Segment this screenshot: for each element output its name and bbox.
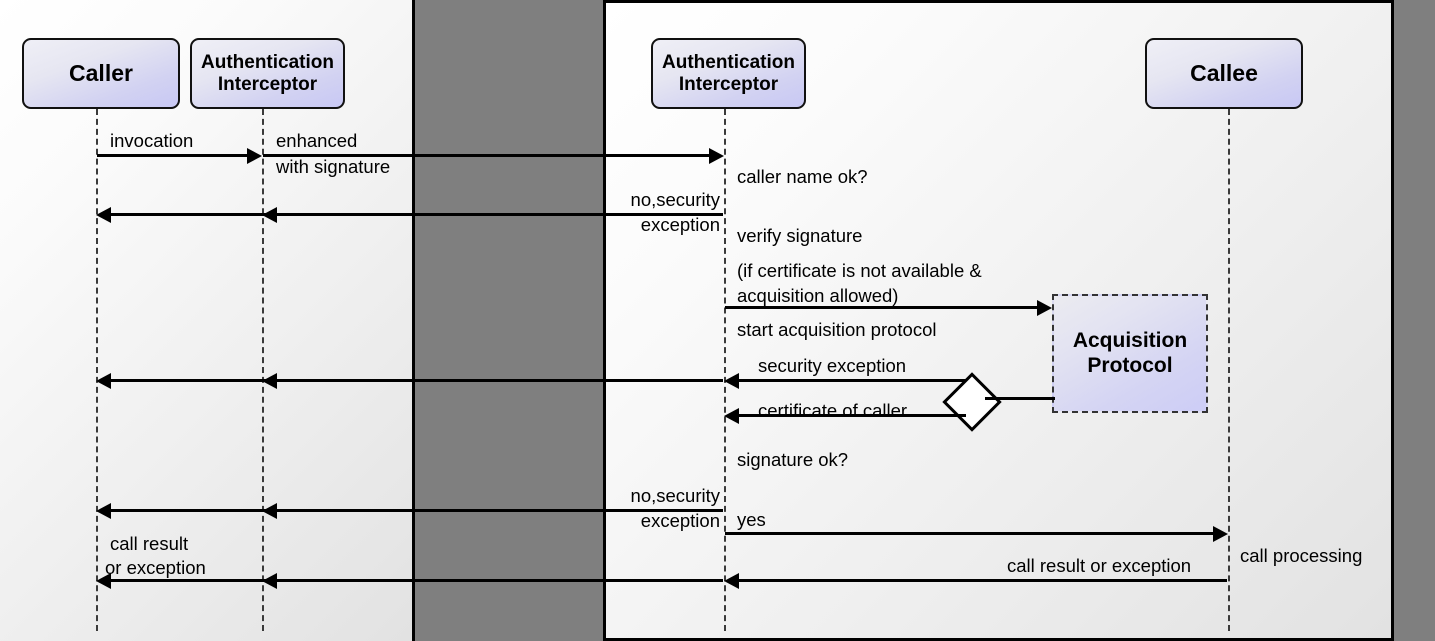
message-no-security-exception-2-arrowhead-caller bbox=[96, 503, 111, 519]
message-call-result-label-line2: or exception bbox=[105, 557, 206, 578]
note-caller-name-ok: caller name ok? bbox=[737, 166, 868, 187]
message-no-security-exception-2-label-line1: no,security bbox=[630, 485, 720, 506]
message-no-security-exception-1-label-line1: no,security bbox=[630, 189, 720, 210]
message-start-acquisition-line bbox=[725, 306, 1038, 309]
message-yes-label: yes bbox=[737, 509, 766, 530]
message-call-result-arrowhead-auth-right bbox=[724, 573, 739, 589]
message-security-exception-arrowhead bbox=[724, 373, 739, 389]
message-certificate-of-caller-label: certificate of caller bbox=[758, 400, 908, 421]
lifeline-auth-interceptor-left bbox=[262, 109, 264, 631]
message-invocation-arrowhead bbox=[247, 148, 262, 164]
message-start-acquisition-label: start acquisition protocol bbox=[737, 319, 937, 340]
message-security-exception-to-caller-arrowhead-auth-left bbox=[262, 373, 277, 389]
message-certificate-of-caller-arrowhead bbox=[724, 408, 739, 424]
message-call-result-left-line bbox=[110, 579, 723, 582]
lifeline-box-callee[interactable]: Callee bbox=[1145, 38, 1303, 109]
message-no-security-exception-1-label-line2: exception bbox=[640, 214, 720, 235]
message-no-security-exception-1-line bbox=[110, 213, 723, 216]
message-call-result-label-line1: call result bbox=[110, 533, 189, 554]
message-security-exception-line bbox=[738, 379, 966, 382]
message-yes-arrowhead bbox=[1213, 526, 1228, 542]
message-no-security-exception-1-arrowhead-caller bbox=[96, 207, 111, 223]
lifeline-callee bbox=[1228, 109, 1230, 631]
message-enhanced-label-line1: enhanced bbox=[276, 130, 358, 151]
lifeline-caller bbox=[96, 109, 98, 631]
message-invocation-label: invocation bbox=[110, 130, 194, 151]
message-call-result-arrowhead-auth-left bbox=[262, 573, 277, 589]
note-signature-ok: signature ok? bbox=[737, 449, 849, 470]
message-enhanced-line bbox=[263, 154, 710, 157]
message-call-result-or-exception-label: call result or exception bbox=[1007, 555, 1192, 576]
note-verify-signature: verify signature bbox=[737, 225, 863, 246]
junction-to-frame-connector bbox=[985, 397, 1055, 400]
frame-acquisition-protocol[interactable]: Acquisition Protocol bbox=[1052, 294, 1208, 413]
message-yes-line bbox=[725, 532, 1214, 535]
message-enhanced-arrowhead bbox=[709, 148, 724, 164]
message-enhanced-label-line2: with signature bbox=[276, 156, 391, 177]
lifeline-box-auth-interceptor-right[interactable]: Authentication Interceptor bbox=[651, 38, 806, 109]
message-no-security-exception-2-arrowhead-auth-left bbox=[262, 503, 277, 519]
message-call-result-arrowhead-caller bbox=[96, 573, 111, 589]
message-security-exception-to-caller-line bbox=[110, 379, 723, 382]
note-call-processing: call processing bbox=[1240, 545, 1363, 566]
lifeline-box-auth-interceptor-left[interactable]: Authentication Interceptor bbox=[190, 38, 345, 109]
message-no-security-exception-1-arrowhead-auth-left bbox=[262, 207, 277, 223]
lifeline-box-caller[interactable]: Caller bbox=[22, 38, 180, 109]
message-security-exception-to-caller-arrowhead-caller bbox=[96, 373, 111, 389]
message-invocation-line bbox=[97, 154, 247, 157]
message-certificate-of-caller-line bbox=[738, 414, 966, 417]
message-no-security-exception-2-line bbox=[110, 509, 723, 512]
note-if-certificate-line2: acquisition allowed) bbox=[737, 285, 899, 306]
lifeline-auth-interceptor-right bbox=[724, 109, 726, 631]
message-security-exception-label: security exception bbox=[758, 355, 907, 376]
message-start-acquisition-arrowhead bbox=[1037, 300, 1052, 316]
message-no-security-exception-2-label-line2: exception bbox=[640, 510, 720, 531]
message-call-result-right-line bbox=[738, 579, 1227, 582]
note-if-certificate-line1: (if certificate is not available & bbox=[737, 260, 982, 281]
